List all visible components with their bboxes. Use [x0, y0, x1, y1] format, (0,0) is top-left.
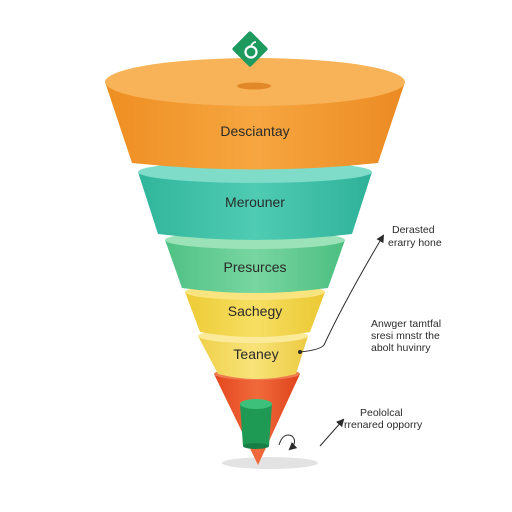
annotation-3-text: Peololcal rrenared opporry	[344, 407, 423, 431]
funnel-tier-1: Desciantay	[105, 58, 405, 170]
annotation-arrow-3	[319, 418, 345, 447]
funnel-tier-2: Merouner	[138, 161, 372, 240]
annotation-3-line-2: rrenared opporry	[344, 419, 423, 431]
tier-label-2: Merouner	[225, 194, 285, 210]
annotation-2-line-2: sresi mnstr the	[371, 330, 440, 342]
tier-label-4: Sachegy	[228, 303, 282, 319]
curl-arrow	[278, 434, 298, 451]
annotation-1: Derasted erarry hone	[388, 224, 442, 249]
apple-icon	[244, 41, 258, 59]
annotation-arrow-1-dot	[298, 350, 302, 354]
annotation-1-text: Derasted erarry hone	[388, 224, 442, 249]
funnel-tier-3: Presurces	[165, 231, 345, 293]
annotation-2-text: Anwger tamtfal sresi mnstr the abolt huv…	[371, 318, 444, 354]
annotation-3-line-1: Peololcal	[360, 407, 403, 419]
inner-cup	[240, 399, 272, 449]
annotation-1-line-2: erarry hone	[388, 237, 442, 249]
annotation-arrow-1	[299, 234, 385, 353]
top-badge	[232, 31, 268, 67]
tier-label-3: Presurces	[223, 259, 286, 275]
annotation-3: Peololcal rrenared opporry	[344, 407, 423, 431]
annotation-2-line-1: Anwger tamtfal	[371, 318, 441, 330]
annotation-2-line-3: abolt huvinry	[371, 342, 431, 354]
tier-label-5: Teaney	[233, 346, 278, 362]
tier-label-1: Desciantay	[220, 123, 289, 139]
annotation-1-line-1: Derasted	[392, 224, 435, 236]
ground-shadow	[222, 457, 318, 469]
annotation-2: Anwger tamtfal sresi mnstr the abolt huv…	[371, 318, 444, 354]
